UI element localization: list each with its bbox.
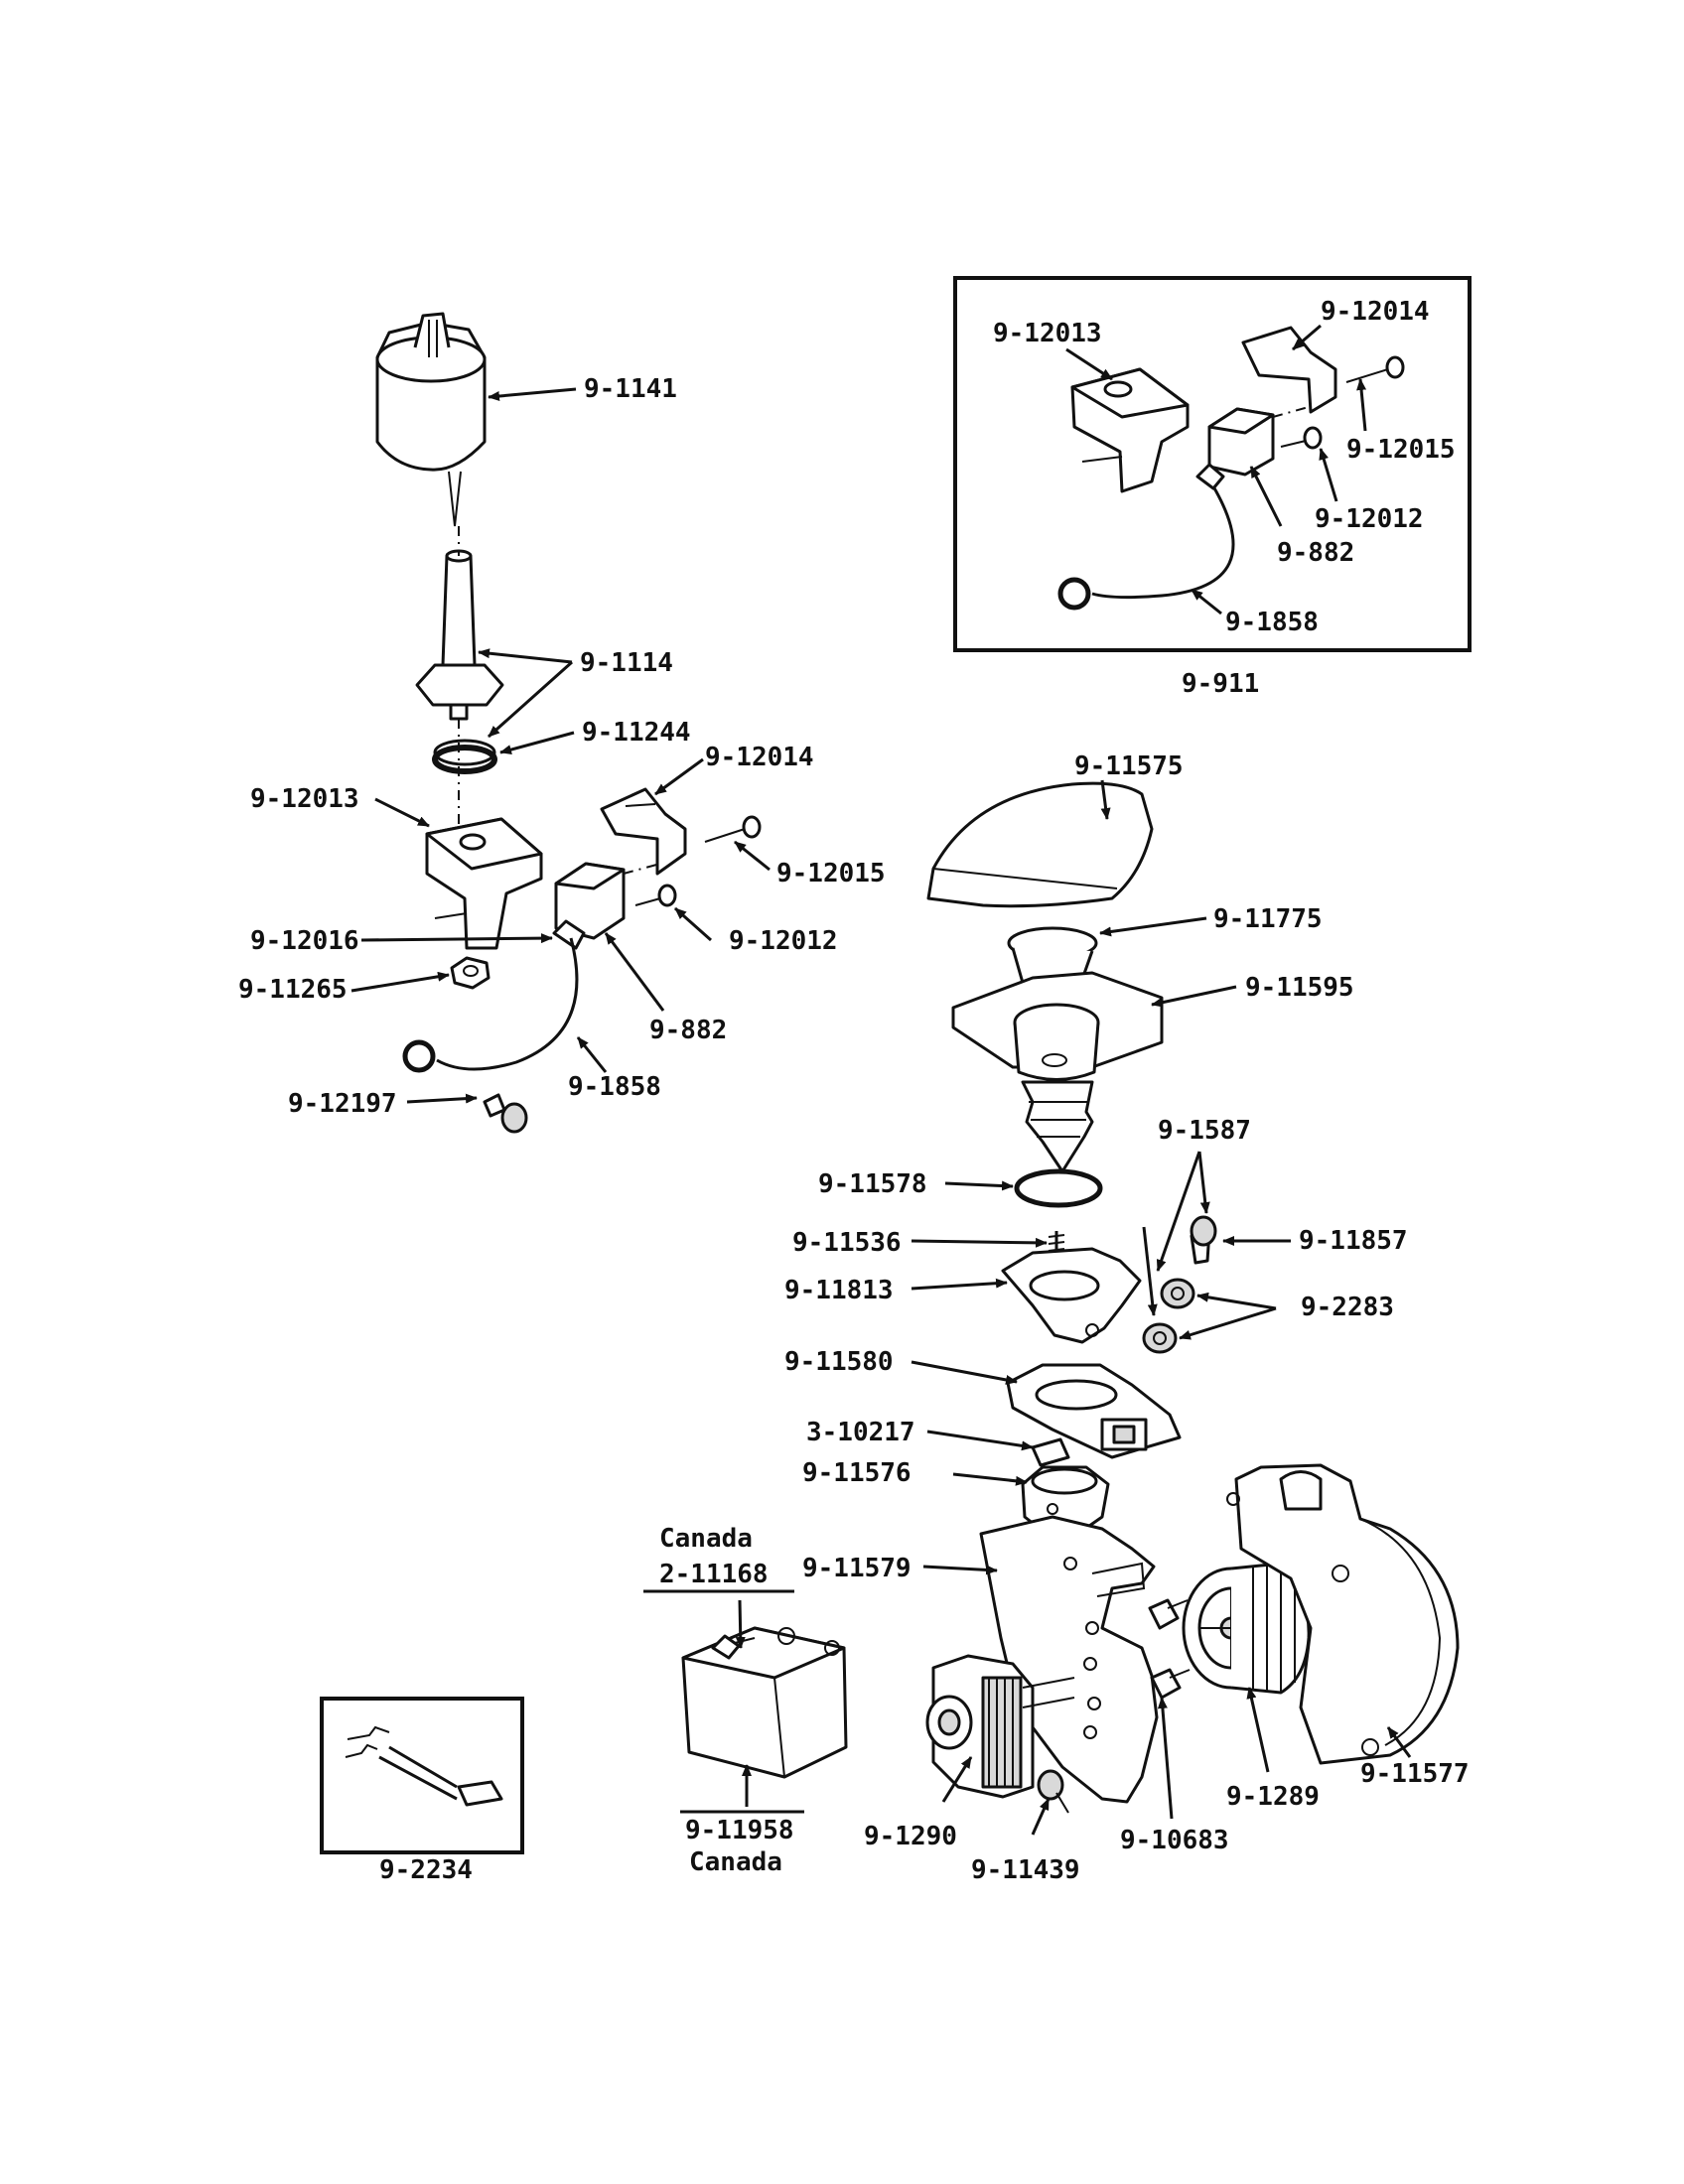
label-9-11813: 9-11813 [784, 1276, 894, 1305]
funnel-9-11595 [951, 971, 1164, 1173]
nut-9-11576 [1021, 1465, 1110, 1533]
label-9-12013-box: 9-12013 [993, 319, 1102, 348]
label-9-2234: 9-2234 [379, 1855, 473, 1885]
housing-9-11577 [1226, 1463, 1460, 1765]
label-canada-bottom: Canada [689, 1847, 782, 1877]
gasket-9-11580 [1006, 1363, 1182, 1459]
blower-wheel-9-1289 [1182, 1562, 1311, 1695]
label-2-11168: 2-11168 [659, 1560, 769, 1589]
nut-9-11265 [450, 956, 491, 990]
motor-9-1290 [925, 1654, 1075, 1799]
screws-9-10683 [1148, 1598, 1191, 1700]
inset-box-9-911 [953, 276, 1472, 652]
label-9-2283: 9-2283 [1301, 1293, 1394, 1322]
label-9-11578: 9-11578 [818, 1169, 927, 1199]
label-9-1114: 9-1114 [580, 648, 673, 678]
label-9-1858-box: 9-1858 [1225, 608, 1319, 637]
clip-3-10217 [1031, 1437, 1070, 1467]
label-9-11577: 9-11577 [1360, 1759, 1470, 1789]
label-9-11536: 9-11536 [792, 1228, 902, 1258]
shaft-9-1114 [415, 549, 504, 721]
switch-9-882-left [554, 862, 661, 940]
screw-9-11439 [1037, 1769, 1069, 1814]
label-9-11576: 9-11576 [802, 1458, 912, 1488]
screw-9-11857 [1190, 1215, 1217, 1265]
plate-9-11813 [1001, 1247, 1142, 1344]
label-9-1289: 9-1289 [1226, 1782, 1320, 1812]
label-9-12013-left: 9-12013 [250, 784, 359, 814]
label-9-10683: 9-10683 [1120, 1826, 1229, 1855]
screw-9-12197 [483, 1093, 528, 1134]
bracket-9-12013-left [425, 817, 543, 950]
label-9-882-box: 9-882 [1277, 538, 1354, 568]
label-9-11575: 9-11575 [1074, 751, 1184, 781]
label-9-11244: 9-11244 [582, 718, 691, 748]
part-labels: 9-1141 9-1114 9-11244 9-12014 9-12013 9-… [238, 297, 1470, 1885]
label-9-11958: 9-11958 [685, 1816, 794, 1845]
label-9-12012-left: 9-12012 [729, 926, 838, 956]
gasket-9-11578 [1014, 1168, 1103, 1208]
label-canada-top: Canada [659, 1524, 753, 1554]
ring-9-11244 [432, 739, 497, 774]
label-9-911: 9-911 [1182, 669, 1259, 699]
screw-9-12012-left [634, 884, 677, 907]
label-9-12014-left: 9-12014 [705, 743, 814, 772]
label-9-11595: 9-11595 [1245, 973, 1354, 1003]
label-9-1858-left: 9-1858 [568, 1072, 661, 1102]
label-9-11857: 9-11857 [1299, 1226, 1408, 1256]
label-9-882-left: 9-882 [649, 1016, 727, 1045]
label-9-11265: 9-11265 [238, 975, 348, 1005]
clip-9-12014-left [600, 787, 687, 876]
label-9-12197: 9-12197 [288, 1089, 397, 1119]
knob-9-1141 [375, 312, 487, 527]
label-9-1141: 9-1141 [584, 374, 677, 404]
label-9-12016: 9-12016 [250, 926, 359, 956]
label-9-1587: 9-1587 [1158, 1116, 1251, 1146]
label-9-12012-box: 9-12012 [1315, 504, 1424, 534]
terminal-9-12016 [552, 919, 586, 950]
label-9-11580: 9-11580 [784, 1347, 894, 1377]
cover-9-11575 [926, 781, 1154, 908]
label-3-10217: 3-10217 [806, 1418, 915, 1447]
transformer-9-11958 [681, 1626, 848, 1779]
label-9-11579: 9-11579 [802, 1554, 912, 1583]
label-9-12015-left: 9-12015 [776, 859, 886, 888]
label-9-11439: 9-11439 [971, 1855, 1080, 1885]
wire-9-1858-left [402, 937, 579, 1073]
label-9-12014-box: 9-12014 [1321, 297, 1430, 327]
harness-box-9-2234 [320, 1697, 524, 1854]
label-9-1290: 9-1290 [864, 1822, 957, 1851]
leader-lines [351, 324, 1412, 1836]
screw-9-12015-left [704, 815, 762, 843]
label-9-12015-box: 9-12015 [1346, 435, 1456, 465]
nuts-9-2283 [1142, 1278, 1195, 1354]
label-9-11775: 9-11775 [1213, 904, 1323, 934]
